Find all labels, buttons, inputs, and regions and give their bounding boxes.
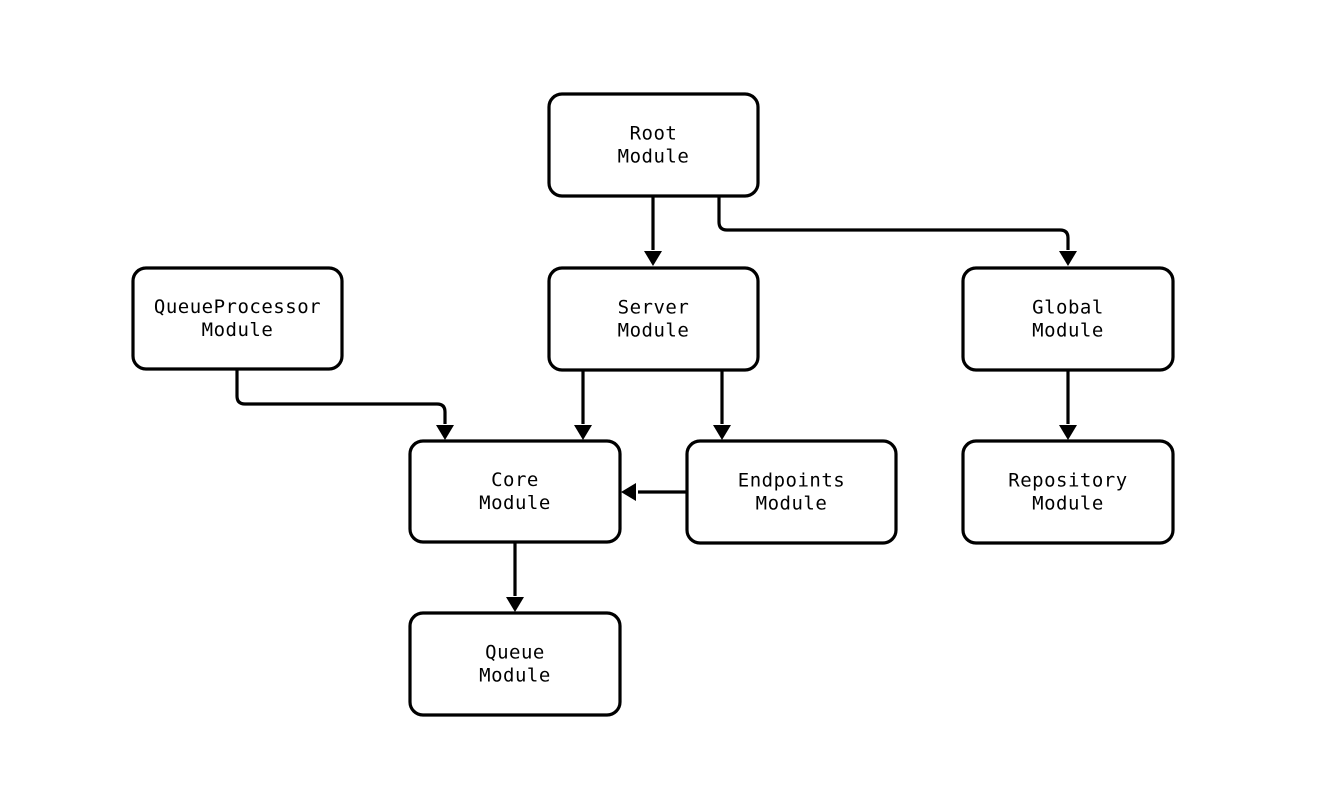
edge-line bbox=[235, 369, 447, 424]
arrow-head-icon bbox=[506, 597, 524, 612]
arrow-head-icon bbox=[1059, 425, 1077, 440]
node-box[interactable] bbox=[547, 266, 760, 372]
node-label-kind: Module bbox=[202, 319, 274, 341]
edge-core-to-queue bbox=[506, 542, 524, 612]
edge-endpoints-to-core bbox=[621, 483, 687, 501]
edge-queueprocessor-to-core bbox=[235, 369, 454, 440]
node-box[interactable] bbox=[961, 266, 1175, 372]
node-box[interactable] bbox=[131, 266, 344, 371]
node-label-kind: Module bbox=[1032, 320, 1104, 342]
node-box[interactable] bbox=[685, 439, 898, 545]
edge-line bbox=[717, 196, 1070, 250]
node-label-kind: Module bbox=[1032, 493, 1104, 515]
edges-layer bbox=[235, 196, 1077, 612]
node-box[interactable] bbox=[961, 439, 1175, 545]
arrow-head-icon bbox=[621, 483, 636, 501]
edge-server-to-endpoints bbox=[713, 370, 731, 440]
node-label-kind: Module bbox=[618, 320, 690, 342]
arrow-head-icon bbox=[644, 251, 662, 266]
node-label-name: Endpoints bbox=[738, 470, 845, 492]
arrow-head-icon bbox=[436, 425, 454, 440]
edge-server-to-core bbox=[574, 370, 592, 440]
node-label-kind: Module bbox=[756, 493, 828, 515]
edge-global-to-repository bbox=[1059, 370, 1077, 440]
edge-root-to-server bbox=[644, 196, 662, 266]
arrow-head-icon bbox=[574, 425, 592, 440]
edge-root-to-global bbox=[717, 196, 1077, 266]
node-box[interactable] bbox=[547, 92, 760, 198]
node-label-name: Server bbox=[618, 297, 690, 319]
node-box[interactable] bbox=[408, 611, 622, 717]
node-box[interactable] bbox=[408, 439, 622, 544]
node-label-name: Queue bbox=[485, 642, 545, 664]
node-label-kind: Module bbox=[479, 665, 551, 687]
node-label-name: Root bbox=[630, 123, 678, 145]
node-label-name: Global bbox=[1032, 297, 1104, 319]
arrow-head-icon bbox=[1059, 251, 1077, 266]
nodes-layer: RootModuleQueueProcessorModuleServerModu… bbox=[131, 92, 1175, 717]
arrow-head-icon bbox=[713, 425, 731, 440]
node-label-name: Repository bbox=[1008, 470, 1127, 492]
node-label-name: Core bbox=[491, 469, 539, 491]
node-label-name: QueueProcessor bbox=[154, 296, 321, 318]
node-label-kind: Module bbox=[479, 492, 551, 514]
node-label-kind: Module bbox=[618, 146, 690, 168]
